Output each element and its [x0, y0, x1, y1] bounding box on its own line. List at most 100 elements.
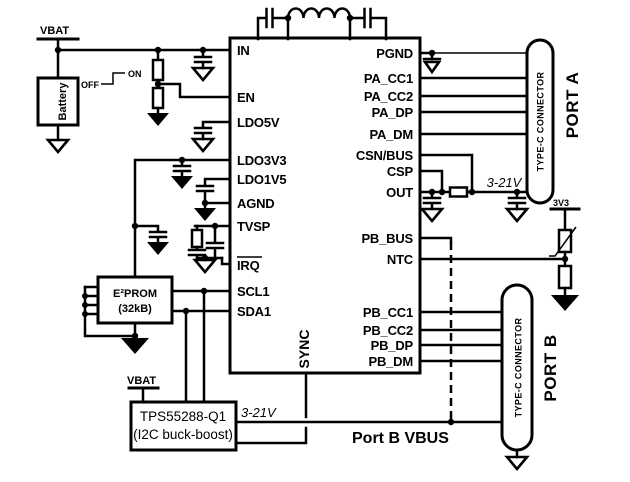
- pin-out: OUT: [386, 185, 413, 200]
- eeprom-name: E²PROM: [113, 288, 157, 300]
- sw-right-wire: [348, 16, 366, 41]
- pin-pb-cc2: PB_CC2: [363, 323, 413, 338]
- port-a-capsule: [525, 38, 555, 205]
- pb-bus-wire: [418, 236, 453, 244]
- ic-right-pin-labels: PGND PA_CC1 PA_CC2 PA_DP PA_DM CSN/BUS C…: [356, 46, 414, 369]
- sense-resistor: [448, 186, 469, 198]
- pin-scl1: SCL1: [237, 284, 269, 299]
- on-off-step-symbol: [101, 72, 125, 85]
- agnd-wire: [203, 201, 232, 210]
- pin-pa-dp: PA_DP: [372, 105, 414, 120]
- rail-branch-cap: [133, 224, 168, 244]
- pin-tvsp: TVSP: [237, 219, 271, 234]
- pin-pa-cc1: PA_CC1: [364, 71, 413, 86]
- csp-wire: [418, 169, 444, 194]
- tvsp-parallel-cap: [205, 224, 225, 260]
- pin-sda1: SDA1: [237, 304, 271, 319]
- bst-right-wire: [369, 16, 388, 41]
- inductor: [286, 7, 352, 20]
- pin-ldo3v3: LDO3V3: [237, 153, 286, 168]
- out-cap2-ground: [504, 207, 530, 224]
- rail-branch-ground: [147, 242, 169, 255]
- tps-range-label: 3-21V: [241, 405, 277, 420]
- pin-ldo1v5: LDO1V5: [237, 172, 286, 187]
- port-a-connector-label: TYPE-C CONNECTOR: [536, 72, 546, 172]
- pb-bus-sense: [418, 236, 453, 422]
- sw-left-wire: [272, 16, 290, 41]
- tvsp-open-ground: [192, 258, 218, 275]
- top-inductor-network: [256, 7, 388, 41]
- tps-sync-stub: [234, 426, 308, 445]
- pin-pa-cc2: PA_CC2: [364, 89, 413, 104]
- ntc-ground: [551, 295, 579, 311]
- ic-left-pin-labels: IN EN LDO5V LDO3V3 LDO1V5 AGND TVSP IRQ …: [237, 43, 312, 368]
- agnd-ground: [194, 208, 216, 221]
- pin-in: IN: [237, 43, 250, 58]
- eeprom-body: [96, 275, 174, 325]
- eeprom-left-stubs: [83, 285, 100, 316]
- main-ic-body: [228, 36, 422, 375]
- port-b-open-ground: [504, 455, 530, 472]
- ldo3v3-wire: [133, 158, 232, 279]
- ldo5v-open-ground: [190, 137, 216, 154]
- bst-left-cap: [265, 7, 274, 29]
- ntc-thermistor-stroke: [549, 226, 577, 257]
- eeprom-ground: [121, 338, 149, 354]
- pin-ldo5v: LDO5V: [237, 115, 280, 130]
- pgnd-open-ground: [422, 60, 442, 75]
- port-a-connector: TYPE-C CONNECTOR PORT A: [525, 38, 582, 205]
- pin-sync: SYNC: [296, 330, 312, 369]
- pin-agnd: AGND: [237, 196, 274, 211]
- buck-boost-body: [129, 400, 238, 452]
- out-cap1-ground: [419, 207, 445, 224]
- pin-csp: CSP: [387, 164, 414, 179]
- port-b-label: PORT B: [541, 334, 560, 401]
- port-a-range-label: 3-21V: [487, 175, 523, 190]
- divider-ground: [147, 113, 169, 126]
- enable-divider: OFF ON: [81, 48, 232, 126]
- ldo5v-cap: [190, 120, 232, 154]
- port-a-wiring: 3-21V: [418, 51, 530, 224]
- ldo3v3-ground: [171, 176, 193, 189]
- junction-dots: [54, 14, 569, 426]
- battery-branch: VBAT Battery: [36, 25, 232, 155]
- ldo1v5-agnd: [194, 177, 232, 221]
- bst-left-wire: [256, 16, 268, 41]
- pin-pb-bus: PB_BUS: [361, 231, 413, 246]
- pin-pb-cc1: PB_CC1: [363, 305, 413, 320]
- tvsp-network: [187, 224, 232, 275]
- port-a-label: PORT A: [563, 72, 582, 139]
- tvsp-resistor: [190, 228, 204, 249]
- bst-right-cap: [363, 7, 372, 29]
- buck-boost-name: TPS55288-Q1: [140, 409, 226, 424]
- rail-3v3-label: 3V3: [553, 198, 569, 208]
- cap-ldo1v5: [195, 177, 232, 205]
- battery-open-ground: [45, 138, 71, 155]
- vbat-tps-label: VBAT: [127, 375, 156, 387]
- in-bypass-cap: [190, 48, 216, 83]
- ntc-lower-resistor: [557, 264, 573, 290]
- port-b-wiring: TYPE-C CONNECTOR PORT B: [418, 283, 560, 472]
- eeprom-size: (32kB): [118, 303, 152, 315]
- battery-label: Battery: [57, 82, 69, 121]
- pin-pb-dm: PB_DM: [368, 354, 413, 369]
- resistor-r2: [151, 86, 165, 110]
- pin-pgnd: PGND: [376, 46, 413, 61]
- ntc-divider: 3V3: [418, 198, 581, 311]
- buck-boost-block: VBAT TPS55288-Q1 (I2C buck-boost) 3-21V …: [127, 371, 504, 452]
- eeprom-block: E²PROM (32kB): [83, 275, 232, 404]
- pin-pb-dp: PB_DP: [371, 338, 414, 353]
- pin-en: EN: [237, 90, 255, 105]
- cap-in-open-ground: [190, 66, 216, 83]
- pin-irq: IRQ: [237, 258, 260, 273]
- switch-on-label: ON: [128, 69, 142, 79]
- csn-wire: [418, 153, 474, 194]
- cap-ldo5v: [193, 120, 232, 141]
- portb-vbus-label: Port B VBUS: [352, 430, 449, 447]
- pin-csn-bus: CSN/BUS: [356, 148, 414, 163]
- en-wire: [156, 82, 232, 99]
- vbat-top-label: VBAT: [40, 25, 69, 37]
- cap-in: [193, 48, 213, 70]
